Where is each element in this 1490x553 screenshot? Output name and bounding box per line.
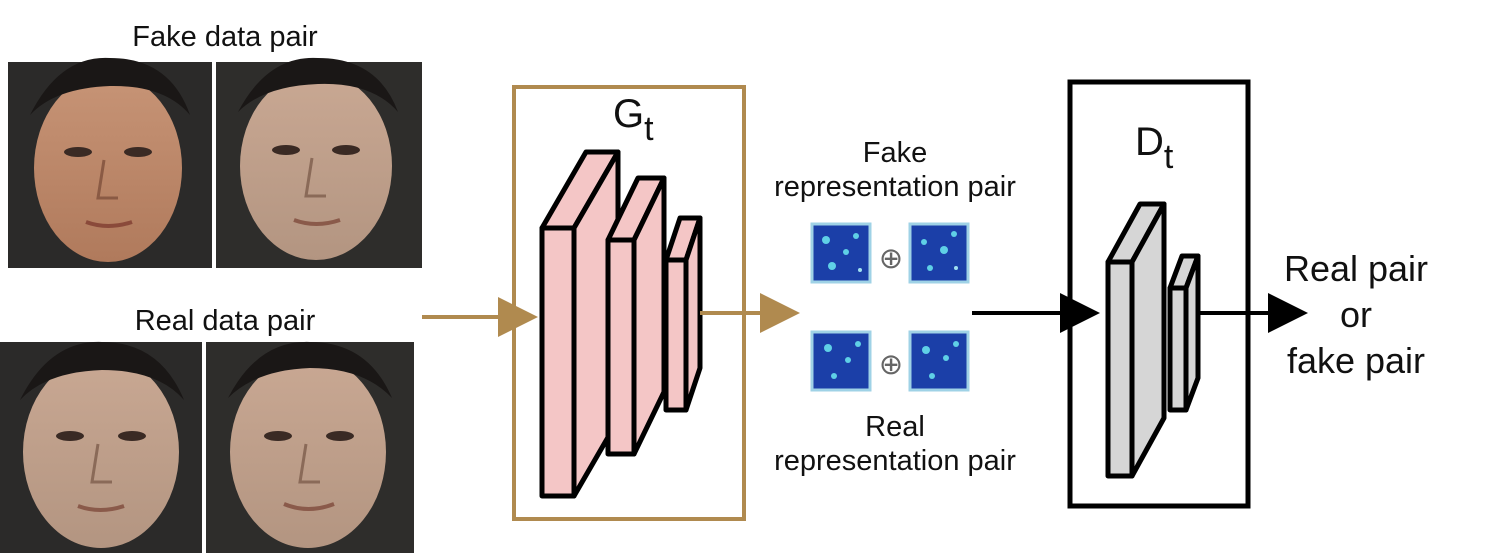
fake-representation-a — [810, 222, 872, 284]
concat-operator-real: ⊕ — [878, 349, 904, 381]
real-representation-b — [908, 330, 970, 392]
real-face-1 — [0, 341, 202, 553]
discriminator-label: Dt — [1135, 120, 1174, 176]
discriminator-layers — [1105, 201, 1201, 479]
fake-representation-pair — [810, 222, 970, 284]
concat-operator-fake: ⊕ — [878, 243, 904, 275]
generator-label: Gt — [613, 92, 654, 148]
fake-representation-label: Fake representation pair — [774, 137, 1016, 203]
real-representation-pair — [810, 330, 970, 392]
fake-face-2 — [216, 57, 422, 268]
fake-representation-b — [908, 222, 970, 284]
real-representation-label: Real representation pair — [774, 411, 1016, 477]
output-label: Real pair or fake pair — [1283, 248, 1429, 381]
generator-layers — [539, 149, 703, 499]
fake-face-1 — [8, 57, 212, 268]
real-face-2 — [206, 341, 414, 553]
real-representation-a — [810, 330, 872, 392]
real-data-pair-label: Real data pair — [134, 305, 316, 337]
fake-data-pair-label: Fake data pair — [132, 21, 318, 53]
